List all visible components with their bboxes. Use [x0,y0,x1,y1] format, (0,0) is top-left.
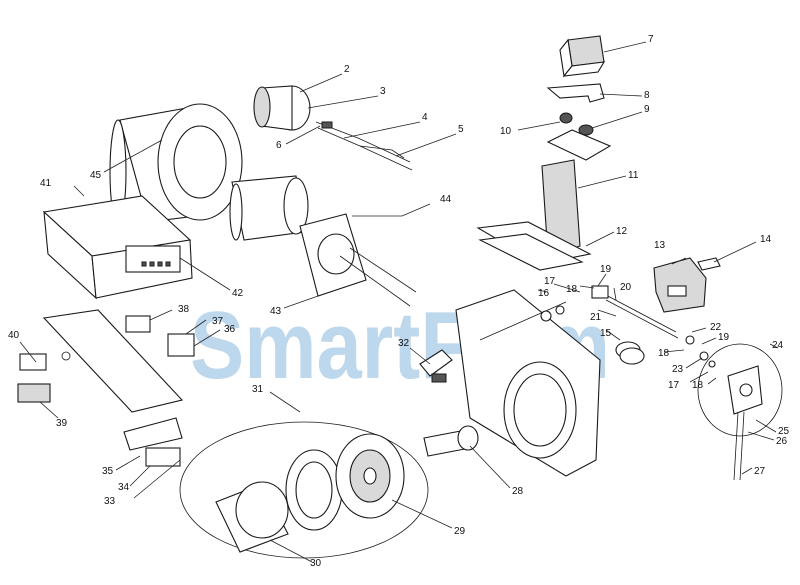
callout-label: 30 [310,558,322,569]
fan-wheel-part [335,433,405,519]
callout-label: 15 [600,328,612,339]
callout-label: 44 [440,194,452,205]
callout-label: 18 [658,348,670,359]
callout-label: 7 [648,34,654,45]
callout-labels: 2 3 4 5 6 7 8 9 10 11 12 13 14 45 41 44 … [8,34,790,569]
hose-part [739,411,745,481]
terminal-block-part [145,447,181,467]
fitting-part [685,335,695,345]
nut-part [578,124,594,136]
callout-label: 21 [590,312,602,323]
callout-label: 26 [776,436,788,447]
flame-head-part [229,175,309,241]
ignition-rod-part [315,121,413,171]
nut-part [559,112,573,124]
callout-label: 5 [458,124,464,135]
hose-part [733,411,739,481]
callout-label: 42 [232,288,244,299]
callout-label: 45 [90,170,102,181]
motor-flange-part [285,449,343,531]
callout-label: 35 [102,466,114,477]
callout-label: 6 [276,140,282,151]
callout-label: 27 [754,466,766,477]
control-panel-part [42,195,193,300]
callout-label: 24 [772,340,784,351]
callout-label: 31 [252,384,264,395]
callout-label: 18 [692,380,704,391]
callout-label: 37 [212,316,224,327]
callout-label: 2 [344,64,350,75]
fuel-pump-part [727,365,763,415]
callout-label: 40 [8,330,20,341]
callout-label: 32 [398,338,410,349]
control-box-part [653,257,707,313]
servo-motor-part [559,35,606,78]
leader-lines [19,41,779,563]
callout-label: 25 [778,426,790,437]
callout-label: 18 [566,284,578,295]
callout-label: 11 [628,170,639,181]
callout-label: 16 [538,288,550,299]
blast-tube-part [109,103,243,225]
callout-label: 28 [512,486,524,497]
callout-label: 9 [644,104,650,115]
callout-label: 38 [178,304,190,315]
terminal-block-part [123,417,183,451]
pump-group-outline [697,343,783,437]
fitting-part [708,360,716,368]
callout-label: 10 [500,126,512,137]
callout-label: 4 [422,112,428,123]
coupling-shaft-part [423,425,479,457]
callout-label: 17 [544,276,556,287]
callout-label: 3 [380,86,386,97]
callout-label: 33 [104,496,116,507]
callout-label: 8 [644,90,650,101]
burner-housing-part [455,289,601,477]
callout-label: 39 [56,418,68,429]
callout-label: 19 [718,332,730,343]
callout-label: 14 [760,234,772,245]
mounting-plate-part [42,309,184,413]
electrode-holder-part [253,85,311,131]
socket-part [19,353,47,371]
relay-part [125,315,151,333]
relay-part [167,333,195,357]
callout-label: 29 [454,526,466,537]
bracket-part [546,83,605,103]
callout-label: 17 [668,380,680,391]
callout-label: 34 [118,482,130,493]
sensor-part [419,349,453,383]
damper-plate-part [541,159,581,257]
gasket-part [619,347,645,365]
callout-label: 36 [224,324,236,335]
callout-label: 22 [710,322,722,333]
fuel-line-part [540,285,679,339]
callout-label: 41 [40,178,52,189]
motor-part [215,481,289,553]
mount-plate-part [546,129,612,161]
callout-label: 19 [600,264,612,275]
damper-blade-part [478,233,584,271]
cover-tab-part [697,257,721,271]
flange-plate-part [299,213,417,307]
connector-part [17,383,51,403]
callout-label: 12 [616,226,628,237]
callout-label: 23 [672,364,684,375]
callout-label: 43 [270,306,282,317]
callout-label: 20 [620,282,632,293]
callout-label: 13 [654,240,666,251]
